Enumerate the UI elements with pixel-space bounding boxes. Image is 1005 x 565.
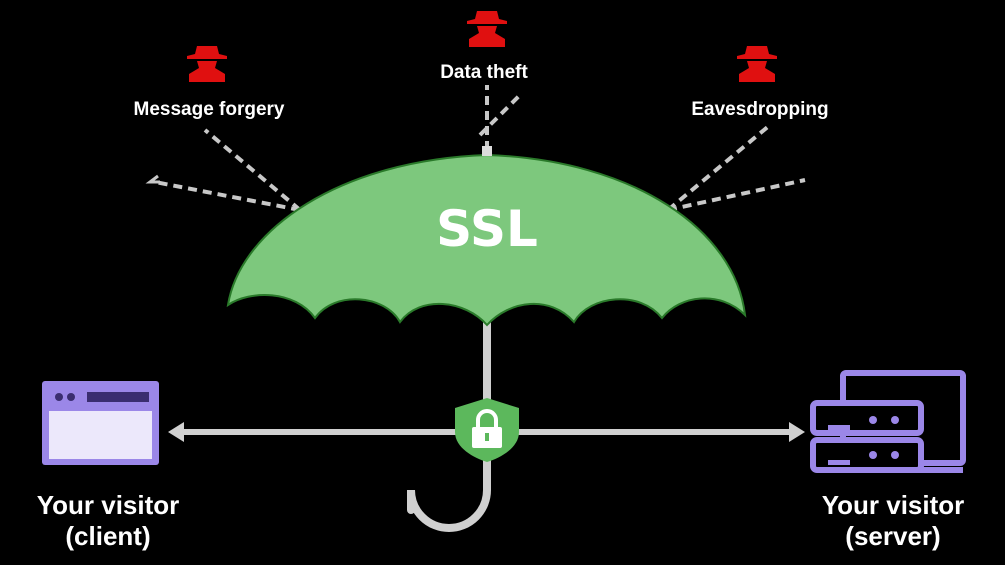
spy-icon	[187, 46, 227, 82]
threat-label-message-forgery: Message forgery	[133, 99, 285, 120]
threat-label-data-theft: Data theft	[440, 62, 528, 83]
spy-icon	[737, 46, 777, 82]
threat-label-eavesdropping: Eavesdropping	[691, 99, 829, 120]
server-label-line2: (server)	[845, 521, 941, 551]
shield-lock-icon	[455, 398, 519, 462]
deflected-attack-lines	[154, 85, 806, 212]
umbrella-handle	[407, 296, 491, 532]
browser-window-icon	[42, 381, 159, 465]
server-icon	[810, 370, 966, 473]
server-label-line1: Your visitor	[821, 490, 965, 520]
spy-icon	[467, 11, 507, 47]
client-label-line2: (client)	[65, 521, 151, 551]
client-label: Your visitor (client)	[37, 490, 180, 552]
ssl-label: SSL	[436, 200, 538, 258]
client-label-line1: Your visitor	[36, 490, 180, 520]
server-label: Your visitor (server)	[822, 490, 965, 552]
